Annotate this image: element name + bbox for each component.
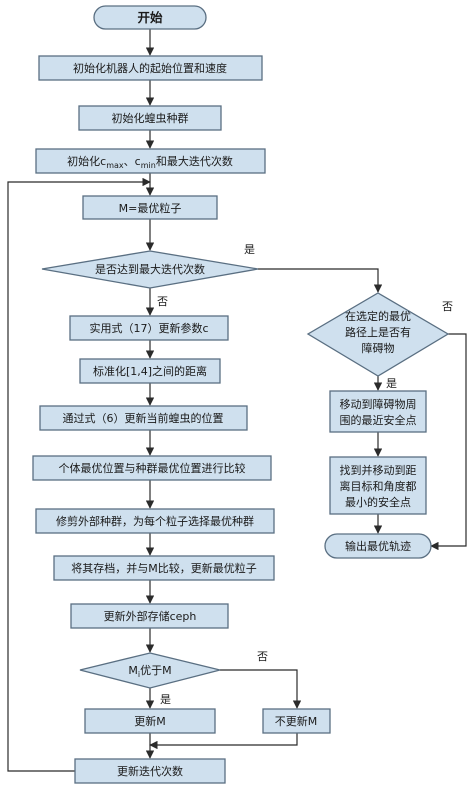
- obstacle-line-1: 在选定的最优: [345, 309, 411, 323]
- init-c-mid: 、c: [124, 155, 141, 168]
- node-mi-decision: Mi优于M: [79, 652, 221, 689]
- node-prune: 修剪外部种群，为每个粒子选择最优种群: [35, 508, 275, 534]
- update-c-label: 实用式（17）更新参数c: [89, 321, 208, 335]
- node-obstacle-decision: 在选定的最优 路径上是否有 障碍物: [306, 292, 450, 377]
- node-init-population: 初始化蝗虫种群: [78, 105, 222, 131]
- edge-obstacle-no: [430, 333, 467, 551]
- move-near-line-1: 移动到障碍物周: [340, 397, 417, 411]
- archive-label: 将其存档，并与M比较，更新最优粒子: [71, 561, 257, 575]
- edge-maxiter-yes: [258, 268, 383, 293]
- update-external-label: 更新外部存储ceph: [104, 609, 197, 623]
- max-iter-yes-label: 是: [244, 243, 255, 256]
- normalize-label: 标准化[1,4]之间的距离: [93, 364, 207, 378]
- obstacle-yes-label: 是: [386, 377, 397, 390]
- node-update-position: 通过式（6）更新当前蝗虫的位置: [39, 405, 248, 431]
- edge-loop-back: [7, 177, 151, 772]
- node-max-iter-decision: 是否达到最大迭代次数: [41, 250, 259, 289]
- node-init-c: 初始化cmax、cmin和最大迭代次数: [35, 148, 266, 174]
- mi-suffix: 优于M: [140, 664, 172, 677]
- init-c-prefix: 初始化c: [67, 154, 106, 168]
- node-move-near: 移动到障碍物周 围的最近安全点: [329, 390, 427, 433]
- find-safe-line-1: 找到并移动到距: [340, 463, 417, 477]
- output-label: 输出最优轨迹: [345, 539, 411, 553]
- edges: [7, 29, 467, 772]
- mi-yes-label: 是: [160, 693, 171, 706]
- find-safe-line-2: 离目标和角度都: [340, 479, 417, 493]
- m-best-label: M=最优粒子: [119, 201, 182, 215]
- node-no-update-m: 不更新M: [262, 708, 331, 734]
- max-iter-label: 是否达到最大迭代次数: [95, 262, 205, 276]
- node-update-external: 更新外部存储ceph: [70, 603, 229, 629]
- node-normalize: 标准化[1,4]之间的距离: [79, 358, 221, 384]
- start-label: 开始: [137, 10, 163, 25]
- mi-prefix: M: [128, 664, 138, 677]
- init-position-label: 初始化机器人的起始位置和速度: [73, 61, 227, 75]
- node-m-best: M=最优粒子: [82, 195, 218, 220]
- edge-mi-no: [220, 669, 302, 709]
- init-c-sub-min: min: [141, 161, 156, 170]
- mi-decision-label: Mi优于M: [128, 664, 171, 679]
- node-update-c: 实用式（17）更新参数c: [69, 315, 229, 341]
- edge-noupdate-merge: [149, 733, 298, 750]
- init-c-sub-max: max: [106, 161, 124, 170]
- compare-label: 个体最优位置与种群最优位置进行比较: [59, 461, 246, 475]
- mi-sub: i: [138, 670, 140, 679]
- no-update-m-label: 不更新M: [275, 714, 318, 728]
- obstacle-line-2: 路径上是否有: [345, 325, 411, 339]
- find-safe-line-3: 最小的安全点: [345, 495, 411, 509]
- node-output: 输出最优轨迹: [324, 533, 432, 559]
- node-init-position: 初始化机器人的起始位置和速度: [38, 55, 263, 81]
- update-m-label: 更新M: [134, 714, 166, 728]
- obstacle-no-label: 否: [442, 300, 453, 313]
- node-update-iteration: 更新迭代次数: [74, 758, 226, 784]
- obstacle-line-3: 障碍物: [362, 341, 395, 355]
- node-archive: 将其存档，并与M比较，更新最优粒子: [53, 555, 275, 581]
- prune-label: 修剪外部种群，为每个粒子选择最优种群: [56, 514, 254, 528]
- init-population-label: 初始化蝗虫种群: [112, 111, 189, 125]
- move-near-line-2: 围的最近安全点: [340, 413, 417, 427]
- node-update-m: 更新M: [84, 708, 216, 734]
- update-iteration-label: 更新迭代次数: [117, 764, 183, 778]
- node-find-safe: 找到并移动到距 离目标和角度都 最小的安全点: [329, 456, 427, 515]
- init-c-suffix: 和最大迭代次数: [156, 154, 233, 168]
- update-position-label: 通过式（6）更新当前蝗虫的位置: [63, 411, 224, 425]
- mi-no-label: 否: [257, 650, 268, 663]
- node-compare: 个体最优位置与种群最优位置进行比较: [32, 455, 272, 481]
- init-c-label: 初始化cmax、cmin和最大迭代次数: [67, 154, 233, 170]
- node-start: 开始: [93, 5, 207, 30]
- max-iter-no-label: 否: [157, 295, 168, 308]
